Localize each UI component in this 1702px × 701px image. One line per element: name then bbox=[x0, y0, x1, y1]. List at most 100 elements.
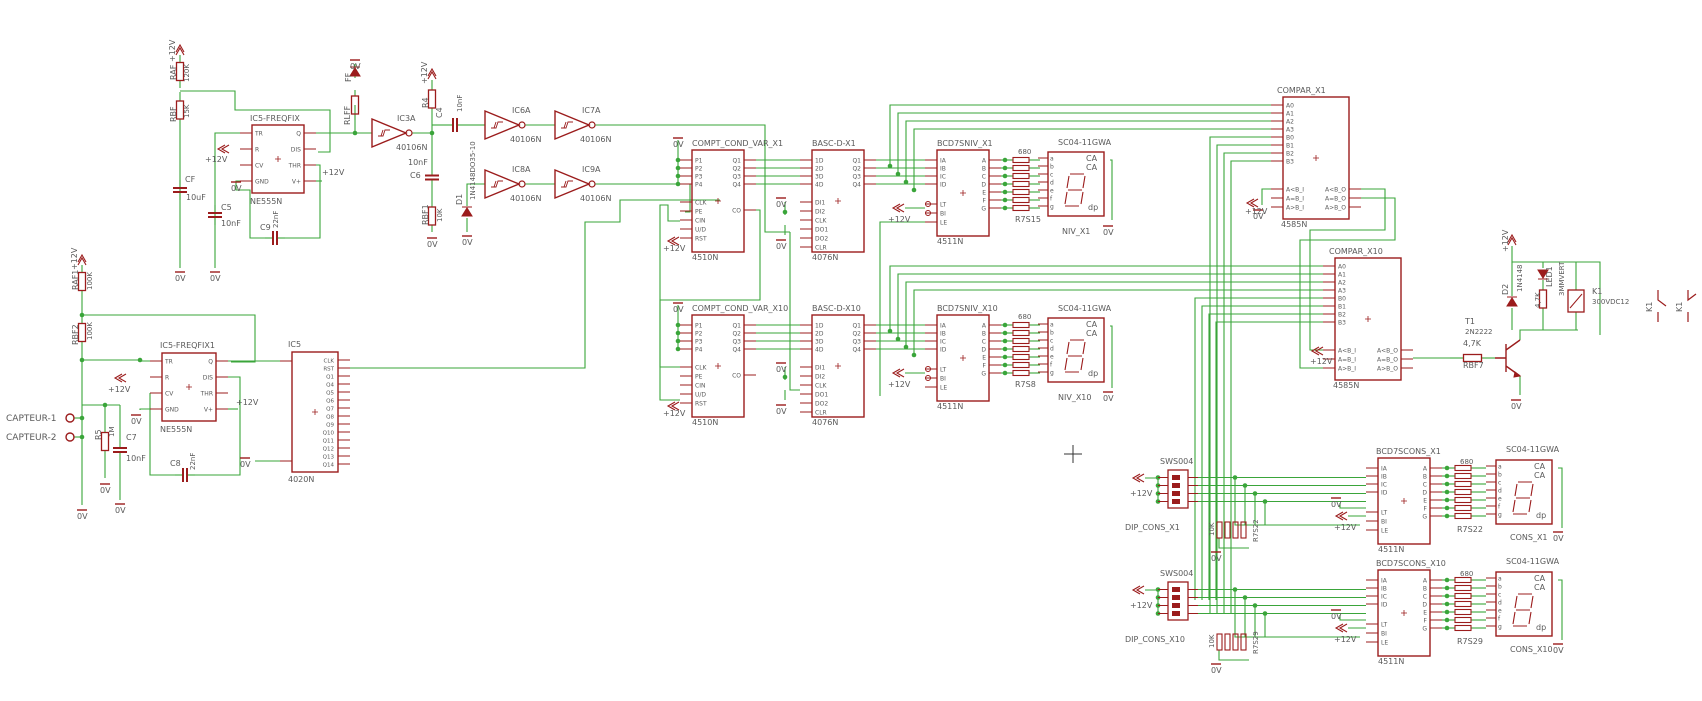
vcc-symbol bbox=[216, 144, 230, 154]
wire bbox=[879, 221, 925, 396]
junction-dot bbox=[1002, 181, 1008, 187]
cons-x10-rnet-resistor bbox=[1454, 584, 1472, 592]
compar-x1 bbox=[1282, 96, 1350, 220]
cons-x1-dip-lever bbox=[1172, 475, 1180, 480]
rnet-r7s15-resistor bbox=[1012, 204, 1030, 212]
cons-x10-pullup bbox=[1232, 633, 1239, 651]
junction-dot bbox=[1002, 157, 1008, 163]
cons-x1-display-ca-label: CA bbox=[1534, 471, 1546, 480]
cons-x10-rnet-name: R7S29 bbox=[1457, 637, 1483, 646]
cons-x1-bcd-pin-label: LE bbox=[1381, 528, 1388, 535]
ic5-freqfix1-pin-label: CV bbox=[165, 391, 174, 398]
display-niv-x10-seg-label: e bbox=[1050, 354, 1054, 361]
cons-x10-display-seg-label: b bbox=[1498, 584, 1502, 591]
r47k-label: 4,7K bbox=[1534, 292, 1542, 308]
ic5-divider-pin-label: CLK bbox=[323, 359, 334, 365]
vcc-label: +12V bbox=[205, 155, 228, 164]
origin-mark bbox=[275, 156, 281, 162]
compar-x10-pin-label: A2 bbox=[1338, 280, 1346, 287]
ic5-divider-pin-label: Q13 bbox=[323, 455, 335, 461]
junction-dot bbox=[1444, 489, 1450, 495]
bcd-niv-x10-pin-label: A bbox=[982, 323, 987, 330]
rnet-r7s15-resistor bbox=[1012, 172, 1030, 180]
junction-dot bbox=[79, 357, 85, 363]
c7-name: C7 bbox=[126, 433, 137, 442]
basc-x10-pin-label: DI2 bbox=[815, 374, 825, 381]
compt-x1 bbox=[691, 149, 745, 253]
compt-x1-pin-label: U/D bbox=[695, 227, 706, 234]
cons-x10-bcd-value: 4511N bbox=[1378, 657, 1404, 666]
bcd-niv-x1-pin-label: B bbox=[982, 166, 986, 173]
compar-x10-pin-label: B1 bbox=[1338, 304, 1346, 311]
ic5-freqfix1-pin-label: GND bbox=[165, 407, 179, 414]
c6-value: 10nF bbox=[408, 158, 428, 167]
bcd-niv-x10-pin-label: IC bbox=[940, 339, 946, 346]
gnd-left-2: 0V bbox=[210, 274, 221, 283]
c7-value: 10nF bbox=[126, 454, 146, 463]
cons-x10-display-seg-label: d bbox=[1498, 600, 1502, 607]
basc-x10-pin-label: DI1 bbox=[815, 365, 825, 372]
cons-x1-display-gnd: 0V bbox=[1553, 534, 1564, 543]
cons-x10-bcd-pin-label: BI bbox=[1381, 631, 1387, 638]
wire bbox=[139, 360, 150, 362]
ic5-freqfix-pin-label: CV bbox=[255, 163, 264, 170]
junction-dot bbox=[1444, 505, 1450, 511]
c9-value: 22nF bbox=[272, 211, 280, 228]
rnet-r7s8-resistor bbox=[1012, 337, 1030, 345]
wire bbox=[1110, 325, 1113, 388]
cons-x1-pullup bbox=[1224, 521, 1231, 539]
ic5-name: IC5 bbox=[288, 340, 301, 349]
cons-x1-rnet-resistor bbox=[1454, 472, 1472, 480]
basc-x10-pin-label: DO1 bbox=[815, 392, 828, 399]
ic5-freqfix-pin-label: V+ bbox=[292, 179, 301, 186]
d2-name: D2 bbox=[1501, 284, 1510, 295]
ic5-freqfix1-pin-label: Q bbox=[208, 359, 213, 366]
cons-x10-pullup bbox=[1216, 633, 1223, 651]
basc-x10-pin-label: Q3 bbox=[852, 339, 861, 346]
compt-x1-pin-label: CLK bbox=[695, 200, 708, 207]
basc-x1-pin-label: CLK bbox=[815, 218, 828, 225]
display-niv-x1-seg-label: g bbox=[1050, 204, 1054, 211]
vcc-symbol bbox=[77, 253, 87, 266]
t1-emitter-arrow bbox=[1513, 371, 1522, 378]
compt-x1-pin-label: CO bbox=[732, 208, 741, 215]
wire bbox=[285, 164, 321, 239]
compt-x1-value: 4510N bbox=[692, 253, 718, 262]
junction-dot bbox=[1444, 465, 1450, 471]
compar-x10-pin-label: A3 bbox=[1338, 288, 1346, 295]
cons-x1-bcd-pin-label: IC bbox=[1381, 482, 1387, 489]
cons-x10-dip-lever bbox=[1172, 611, 1180, 616]
vcc-symbol bbox=[1245, 198, 1259, 208]
cons-x1-display-seg-label: d bbox=[1498, 488, 1502, 495]
vcc-label: +12V bbox=[888, 215, 911, 224]
bcd-niv-x1-pin-label: G bbox=[981, 206, 986, 213]
compt-x1-pin-label: Q4 bbox=[732, 182, 741, 189]
cons-x10-bcd-pin-label: LT bbox=[1381, 622, 1388, 629]
display-niv-x1-seg-label: d bbox=[1050, 180, 1054, 187]
rbf7-resistor bbox=[1462, 353, 1483, 363]
wire bbox=[1558, 467, 1563, 528]
junction-dot bbox=[782, 374, 788, 380]
compar-x1-pin-label: B0 bbox=[1286, 135, 1294, 142]
rlff-resistor bbox=[350, 95, 360, 115]
bcd-niv-x10-pin-label: IB bbox=[940, 331, 946, 338]
k1-name: K1 bbox=[1592, 287, 1602, 296]
vcc-symbol bbox=[666, 401, 680, 411]
display-niv-x10-seg-label: a bbox=[1050, 322, 1054, 329]
compar-x1-pin-label: A=B_I bbox=[1286, 196, 1304, 203]
cons-x10-display-ca-label: CA bbox=[1534, 574, 1546, 583]
cons-x1-rnet-resistor bbox=[1454, 512, 1472, 520]
wire bbox=[1519, 329, 1578, 340]
capteur2-terminal bbox=[65, 432, 75, 442]
cons-x10-bcd-gnd: 0V bbox=[1331, 612, 1342, 621]
led1-diode bbox=[1537, 269, 1549, 280]
basc-x1-pin-label: 2D bbox=[815, 166, 824, 173]
rnet-r7s8-resistor bbox=[1012, 345, 1030, 353]
compt-x1-pin-label: Q2 bbox=[732, 166, 741, 173]
ic5-freqfix1-name: IC5-FREQFIX1 bbox=[160, 341, 215, 350]
bcd-niv-x10-name: BCD7SNIV_X10 bbox=[937, 304, 998, 313]
parts-layer bbox=[65, 43, 1697, 665]
wire bbox=[195, 376, 241, 476]
gnd-compt: 0V bbox=[673, 305, 684, 314]
cons-x1-bcd-pin-label: G bbox=[1422, 514, 1427, 521]
